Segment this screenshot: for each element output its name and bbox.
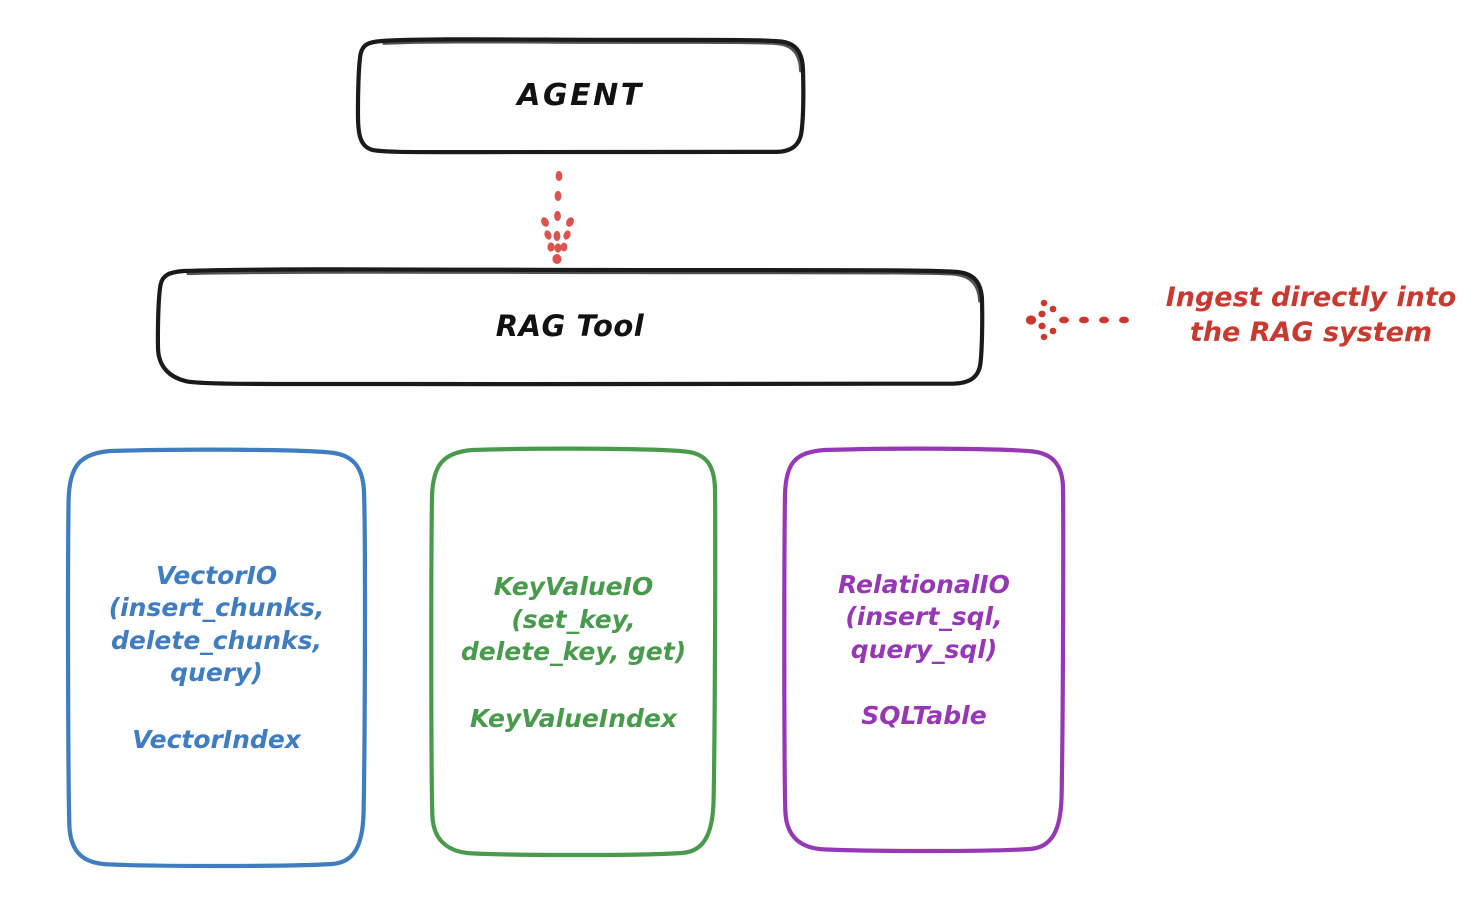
node-agent[interactable] <box>355 37 806 155</box>
rag-tool-box-outline <box>155 267 985 387</box>
node-key-value-io[interactable] <box>429 446 718 858</box>
node-relational-io[interactable] <box>782 446 1066 854</box>
node-vector-io[interactable] <box>65 447 368 869</box>
node-rag-tool[interactable] <box>155 267 985 387</box>
connector-agent-to-rag-tool <box>541 170 574 264</box>
agent-box-outline <box>355 37 806 155</box>
agent-box-outline-overstroke <box>382 40 803 73</box>
relational-io-box-outline <box>782 446 1066 854</box>
key-value-io-box-outline <box>429 446 718 858</box>
rag-tool-box-outline-overstroke <box>186 270 982 303</box>
connector-ingest-note-to-rag-tool <box>1025 299 1129 341</box>
vector-io-box-outline <box>65 447 368 869</box>
